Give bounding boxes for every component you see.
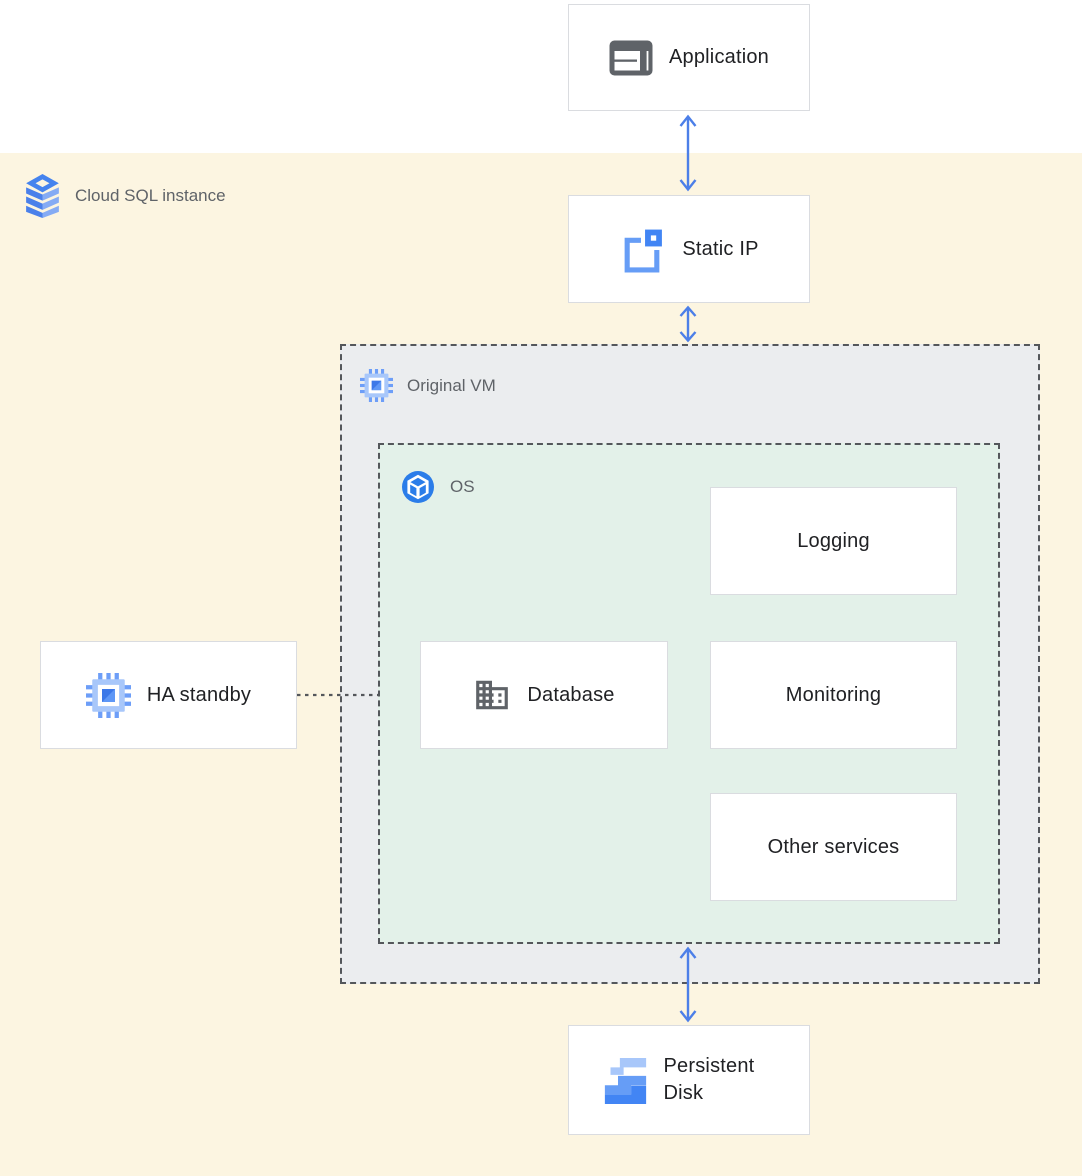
ha-standby-node: HA standby	[40, 641, 297, 749]
arrow-staticip-vm	[679, 305, 697, 343]
other-services-node: Other services	[710, 793, 957, 901]
application-label: Application	[668, 46, 770, 68]
database-node: Database	[420, 641, 668, 749]
app-window-icon	[609, 40, 653, 75]
cloud-sql-instance-label: Cloud SQL instance	[75, 185, 226, 205]
original-vm-header: Original VM	[360, 369, 496, 402]
persistent-disk-icon	[604, 1057, 646, 1104]
static-ip-icon	[624, 225, 667, 272]
static-ip-label: Static IP	[682, 237, 759, 260]
compute-engine-icon	[360, 369, 393, 402]
cloud-sql-instance-header: Cloud SQL instance	[24, 173, 226, 218]
arrow-application-staticip	[679, 114, 697, 192]
static-ip-node: Static IP	[568, 195, 810, 303]
cloud-sql-icon	[26, 174, 59, 218]
persistent-disk-label: Persistent Disk	[663, 1055, 755, 1104]
connector-hastandby-vm	[297, 693, 379, 697]
persistent-disk-node: Persistent Disk	[568, 1025, 810, 1135]
compute-engine-icon	[85, 672, 131, 718]
monitoring-node: Monitoring	[710, 641, 957, 749]
other-services-label: Other services	[767, 835, 900, 858]
logging-label: Logging	[797, 529, 870, 552]
os-header: OS	[400, 469, 475, 505]
os-icon	[402, 471, 434, 503]
ha-standby-label: HA standby	[146, 683, 252, 706]
arrow-os-persistentdisk	[679, 946, 697, 1023]
monitoring-label: Monitoring	[785, 683, 882, 706]
original-vm-label: Original VM	[407, 375, 496, 395]
os-label: OS	[450, 477, 475, 496]
logging-node: Logging	[710, 487, 957, 595]
database-label: Database	[527, 683, 615, 706]
database-building-icon	[476, 680, 509, 710]
application-node: Application	[568, 4, 810, 111]
